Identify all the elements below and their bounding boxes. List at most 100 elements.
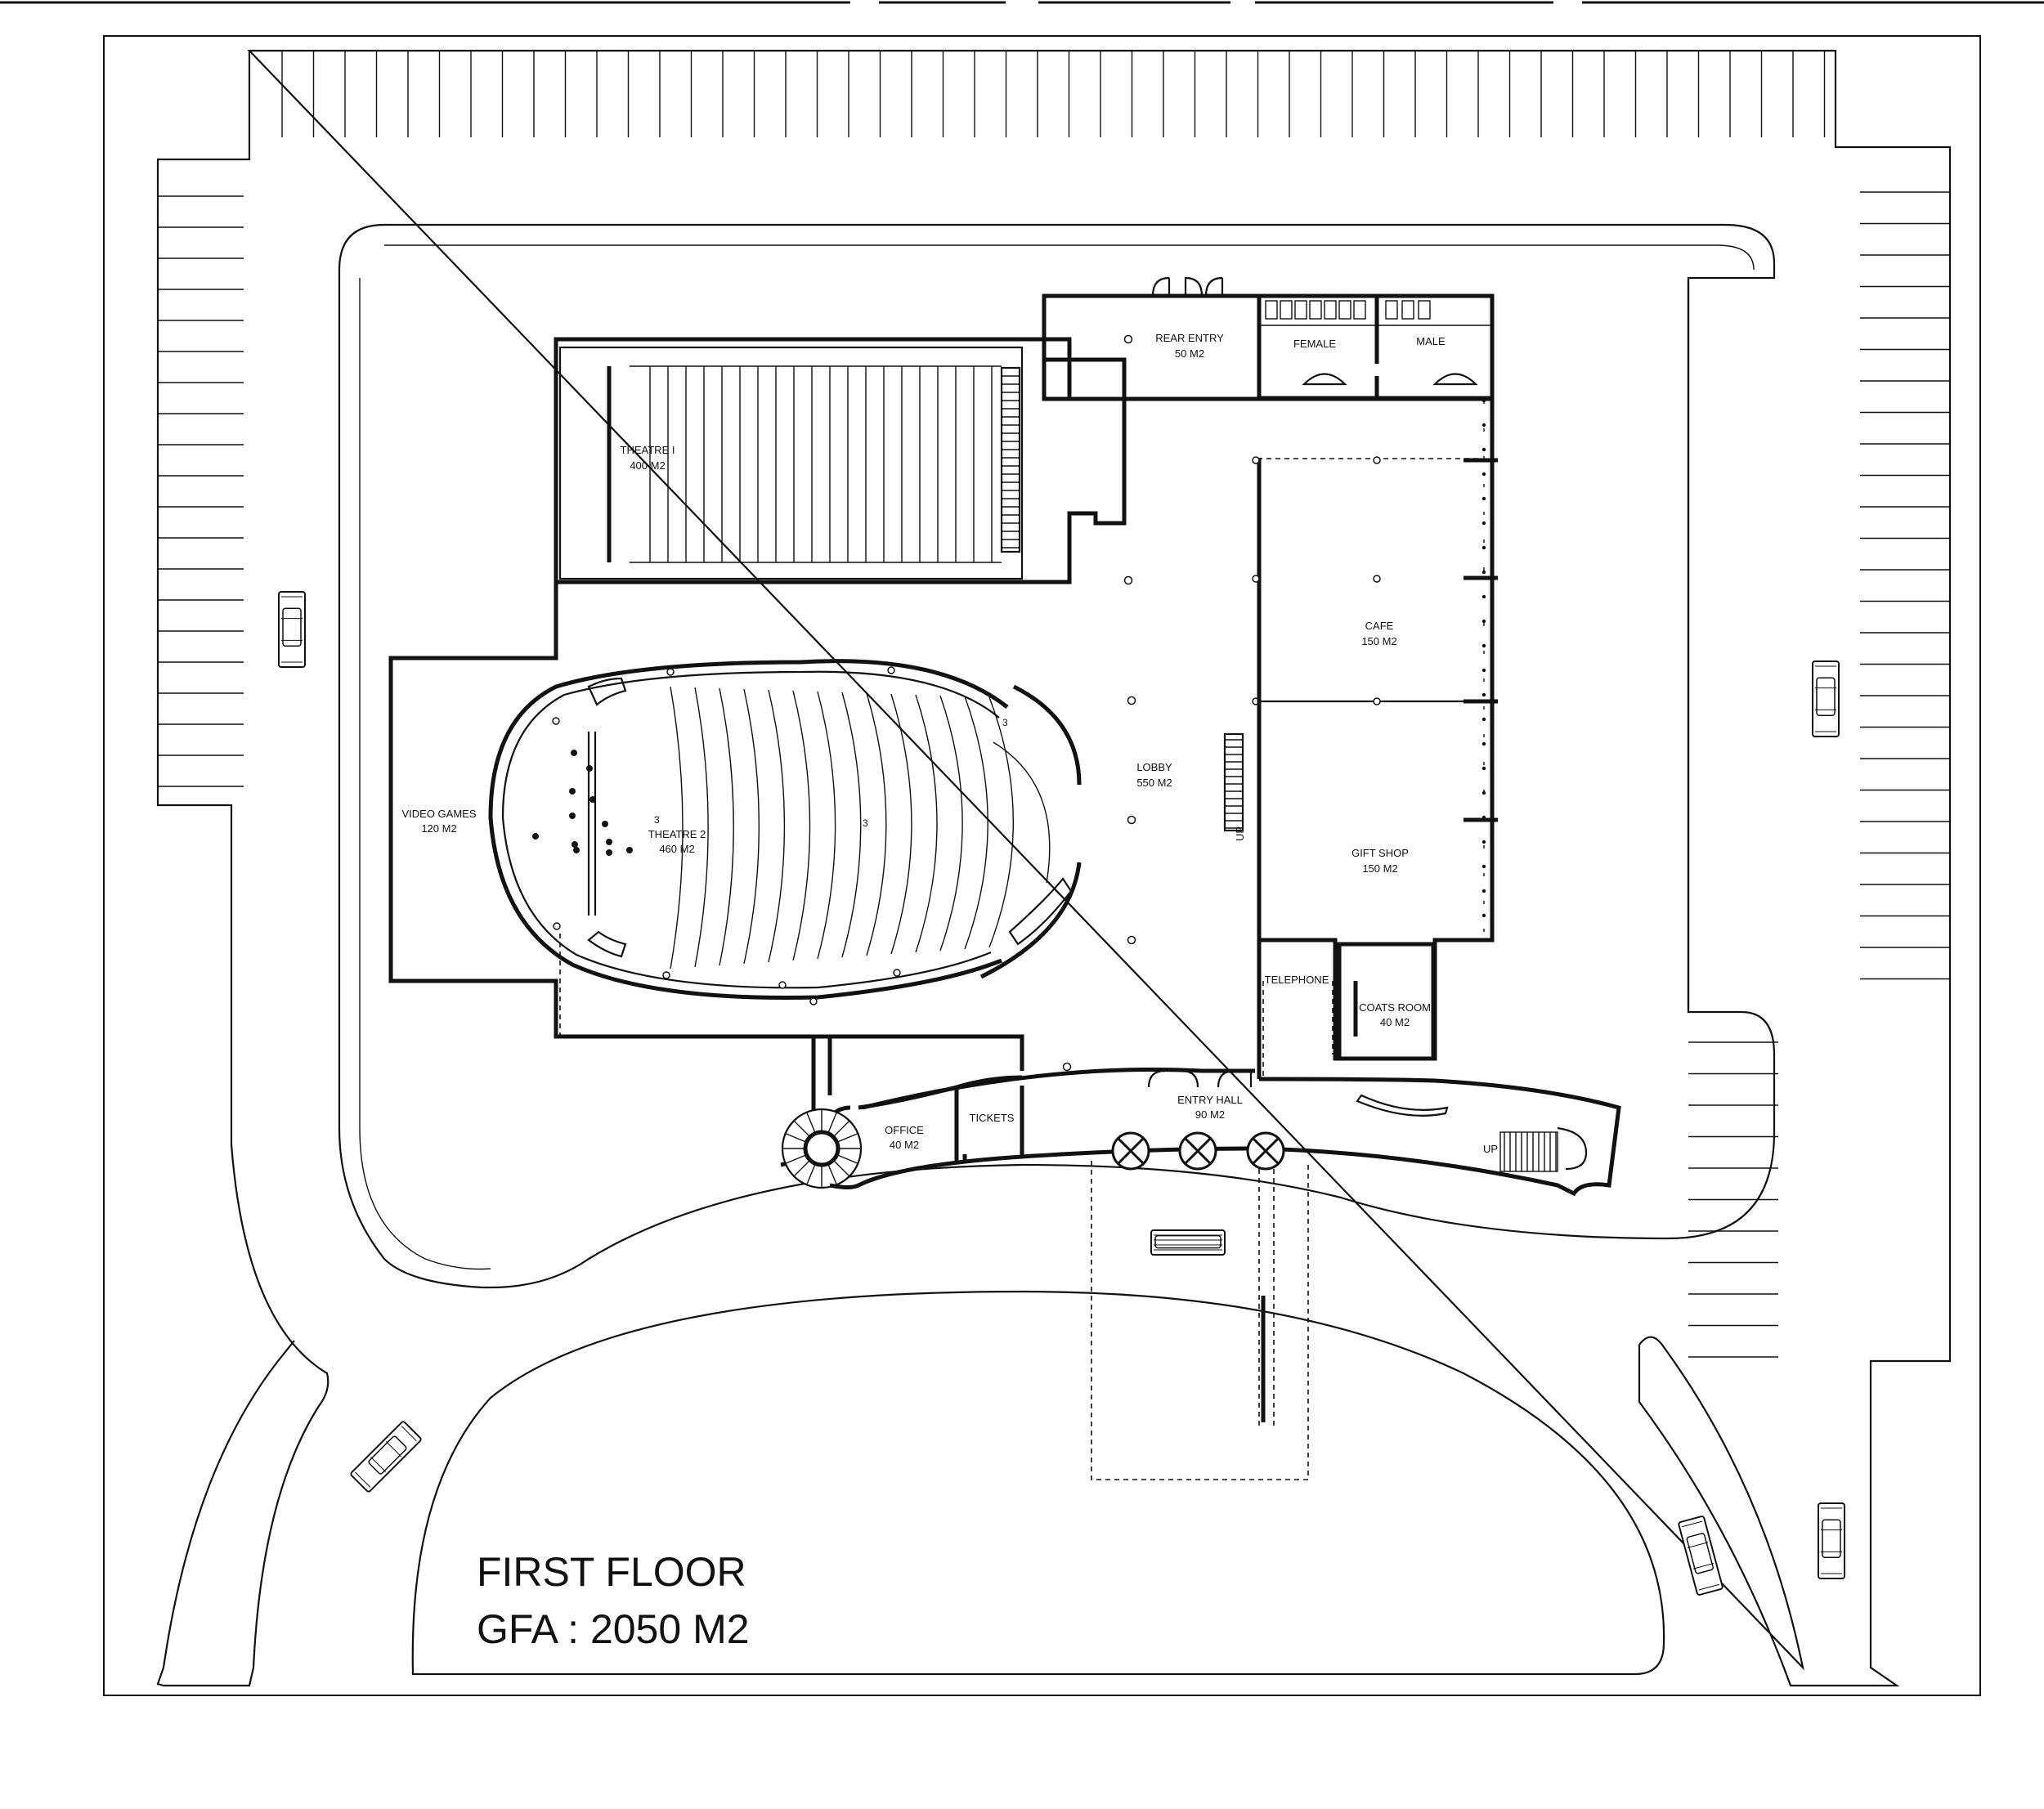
room-label-male: MALE — [1416, 335, 1446, 347]
seat-icon — [606, 849, 612, 856]
column-dot — [1481, 741, 1486, 746]
room-area-coats-room: 40 M2 — [1380, 1016, 1410, 1028]
parking-stalls-right — [1687, 191, 1950, 1358]
seat-row — [792, 690, 811, 961]
column-dot — [1481, 864, 1486, 869]
seat-row — [988, 696, 1014, 948]
toilet-icon — [1418, 300, 1431, 320]
toilet-icon — [1309, 300, 1322, 320]
room-label-coats-room: COATS ROOM — [1359, 1001, 1431, 1014]
column-icon — [1127, 815, 1136, 825]
seat-icon — [626, 847, 633, 853]
column-dot — [1481, 815, 1486, 820]
room-label-theatre1: THEATRE I — [621, 444, 675, 456]
room-area-office: 40 M2 — [890, 1139, 919, 1151]
seat-icon — [589, 796, 596, 803]
parking-lot-outline-left — [156, 51, 329, 1687]
room-label-video-games: VIDEO GAMES — [401, 808, 476, 820]
seat-icon — [606, 839, 612, 845]
entrance-canopy — [1091, 1161, 1309, 1480]
seat-marker: 3 — [863, 817, 868, 829]
car-icon — [1818, 1502, 1845, 1579]
room-label-tickets: TICKETS — [970, 1112, 1015, 1124]
column-icon — [1127, 696, 1136, 705]
seat-icon — [572, 841, 578, 848]
room-label-entry-hall: ENTRY HALL — [1177, 1094, 1243, 1106]
seat-row — [817, 691, 836, 960]
column-icon — [1252, 398, 1498, 918]
seat-marker: 3 — [1002, 717, 1008, 728]
column-dot — [1481, 423, 1486, 428]
seat-row — [719, 687, 734, 966]
column-icon — [552, 717, 560, 725]
room-area-rear-entry: 50 M2 — [1175, 347, 1204, 360]
drawing-title-line1: FIRST FLOOR — [477, 1549, 746, 1595]
column-dot — [1481, 398, 1486, 403]
seat-row — [964, 696, 988, 950]
column-icon — [1373, 456, 1381, 464]
car-icon — [350, 1421, 422, 1493]
toilet-icon — [1280, 300, 1293, 320]
stair-tread — [785, 1132, 807, 1143]
driveway-curb-inner — [384, 244, 1755, 271]
seat-row — [915, 694, 938, 953]
room-area-entry-hall: 90 M2 — [1195, 1108, 1225, 1121]
theatre2-seating — [670, 686, 1014, 969]
driveway-curb — [338, 223, 1776, 1289]
dropoff-island — [411, 1290, 1665, 1676]
column-icon — [1373, 697, 1381, 705]
seat-row — [670, 686, 684, 969]
seat-row — [939, 695, 963, 952]
column-icon — [1252, 456, 1260, 464]
stair-tread — [805, 1163, 816, 1185]
column-dot — [1481, 717, 1486, 722]
column-icon — [893, 969, 901, 977]
column-dot — [1481, 472, 1486, 477]
column-dot — [1481, 668, 1486, 673]
stair-tread — [836, 1132, 858, 1143]
column-dot — [1481, 447, 1486, 452]
stair-icon — [1002, 375, 1020, 549]
stair-label-entry: UP — [1483, 1143, 1498, 1155]
column-icon — [1123, 334, 1133, 344]
column-icon — [778, 981, 787, 989]
column-dot — [1481, 545, 1486, 550]
toilet-stalls — [1259, 300, 1492, 326]
column-icon — [1252, 575, 1260, 583]
stair-tread — [785, 1154, 807, 1165]
room-label-gift-shop: GIFT SHOP — [1351, 847, 1409, 859]
column-dot — [1481, 619, 1486, 624]
room-area-lobby: 550 M2 — [1136, 777, 1172, 789]
room-area-theatre2: 460 M2 — [659, 843, 694, 855]
seat-icon — [586, 765, 593, 772]
column-icon — [1373, 575, 1381, 583]
parking-stalls-top — [281, 51, 1826, 137]
seat-icon — [569, 813, 576, 819]
door-blade — [1184, 1137, 1212, 1165]
column-dot — [1481, 643, 1486, 648]
site-boundary — [103, 35, 1981, 1696]
column-dot — [1481, 889, 1486, 893]
column-icon — [1127, 935, 1136, 945]
seat-row — [890, 693, 912, 955]
column-dot — [1481, 766, 1486, 771]
room-label-telephone: TELEPHONE — [1265, 974, 1329, 986]
column-icon — [1062, 1062, 1072, 1072]
door-blade — [1252, 1137, 1280, 1165]
car-icon — [1812, 660, 1840, 737]
seat-icon — [569, 788, 576, 795]
room-label-cafe: CAFE — [1365, 620, 1394, 632]
car-icon — [1678, 1516, 1724, 1596]
room-area-video-games: 120 M2 — [421, 822, 456, 835]
seat-row — [743, 688, 760, 965]
stair-label-lobby: UP — [1234, 826, 1246, 841]
toilet-icon — [1294, 300, 1307, 320]
stair-tread — [832, 1159, 850, 1177]
stair-tread — [827, 1112, 838, 1134]
column-icon — [1062, 334, 1136, 1072]
toilet-icon — [1385, 300, 1398, 320]
drawing-title: FIRST FLOOR GFA : 2050 M2 — [477, 1549, 750, 1652]
